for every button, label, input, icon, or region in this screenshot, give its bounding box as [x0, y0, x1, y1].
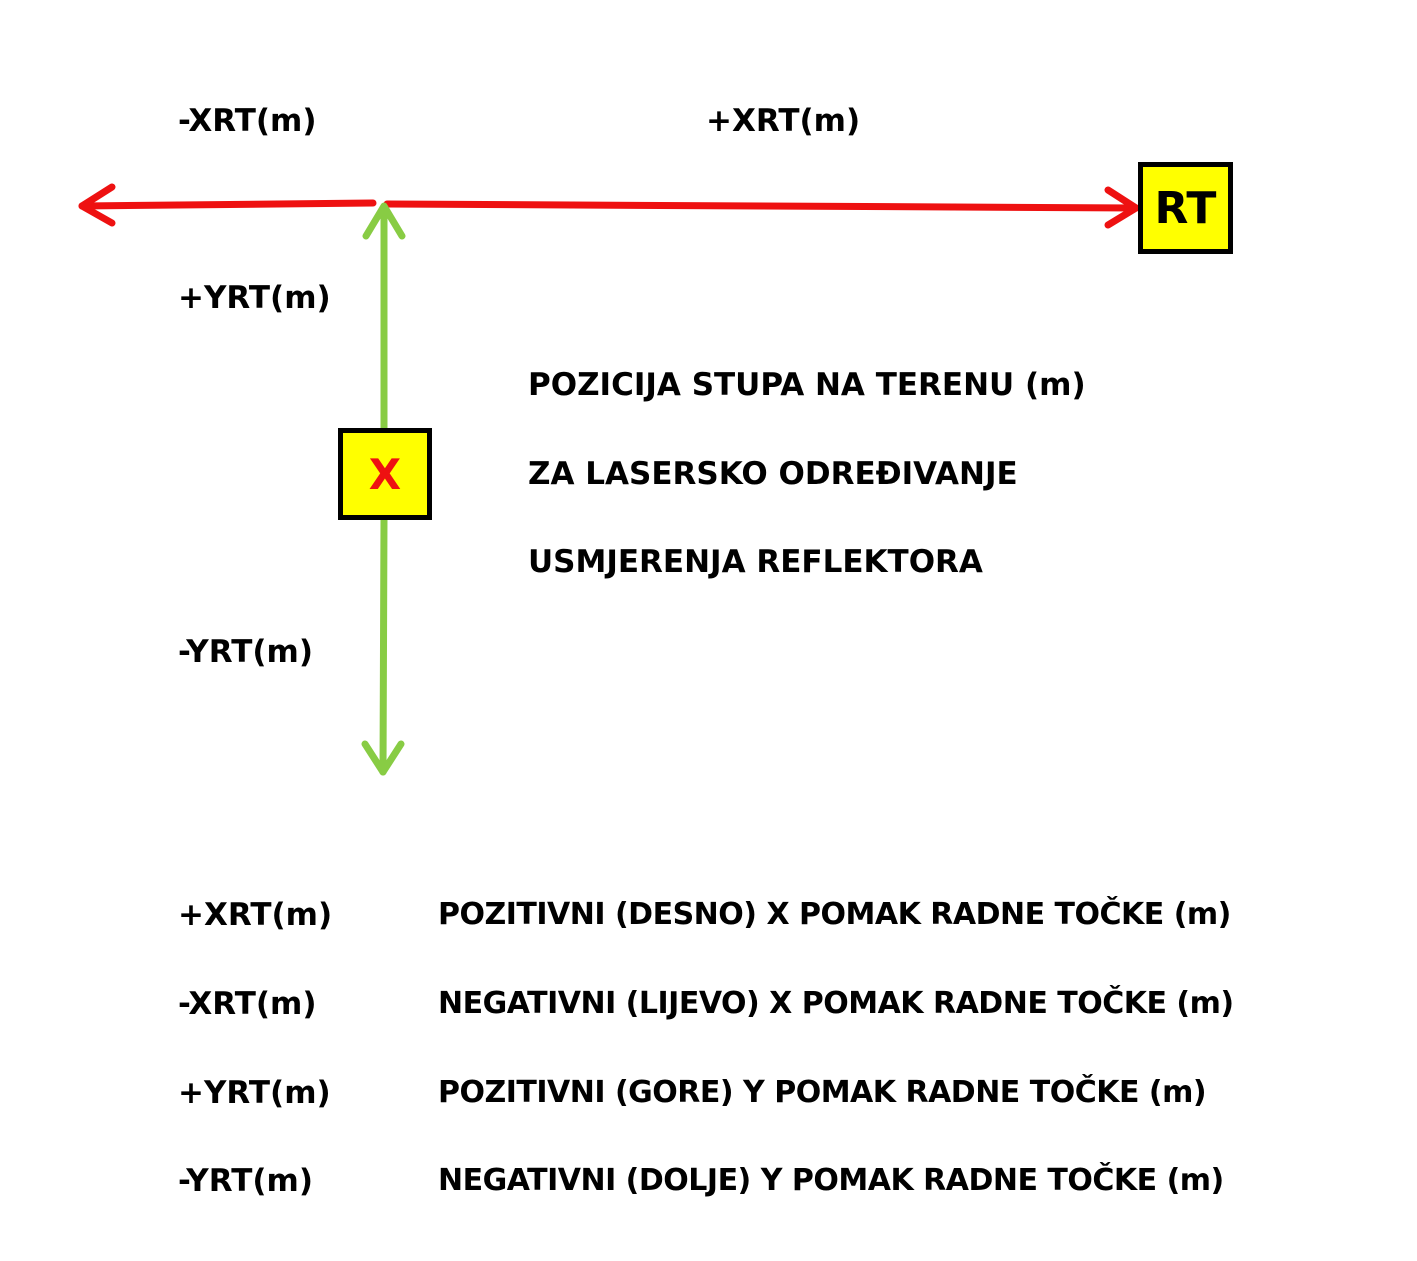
legend-key: -YRT(m) — [178, 1163, 314, 1199]
x-negative-axis-label: -XRT(m) — [178, 103, 317, 139]
legend-key: +YRT(m) — [178, 1075, 331, 1111]
legend-description: NEGATIVNI (DOLJE) Y POMAK RADNE TOČKE (m… — [438, 1163, 1224, 1198]
title-line-3: USMJERENJA REFLEKTORA — [528, 544, 983, 580]
y-negative-axis-label: -YRT(m) — [178, 634, 314, 670]
legend-description: POZITIVNI (GORE) Y POMAK RADNE TOČKE (m) — [438, 1075, 1207, 1110]
reference-point-marker: RT — [1138, 162, 1233, 254]
x-axis-arrow — [78, 183, 1140, 229]
y-positive-axis-label: +YRT(m) — [178, 280, 331, 316]
pole-position-marker: X — [338, 428, 432, 520]
title-line-1: POZICIJA STUPA NA TERENU (m) — [528, 367, 1086, 403]
legend-description: NEGATIVNI (LIJEVO) X POMAK RADNE TOČKE (… — [438, 986, 1234, 1021]
legend-description: POZITIVNI (DESNO) X POMAK RADNE TOČKE (m… — [438, 897, 1231, 932]
legend-key: +XRT(m) — [178, 897, 333, 933]
y-axis-arrow — [361, 202, 406, 776]
reference-point-label: RT — [1154, 182, 1217, 234]
pole-position-label: X — [368, 449, 402, 499]
x-positive-axis-label: +XRT(m) — [706, 103, 861, 139]
title-line-2: ZA LASERSKO ODREĐIVANJE — [528, 456, 1018, 492]
legend-key: -XRT(m) — [178, 986, 317, 1022]
